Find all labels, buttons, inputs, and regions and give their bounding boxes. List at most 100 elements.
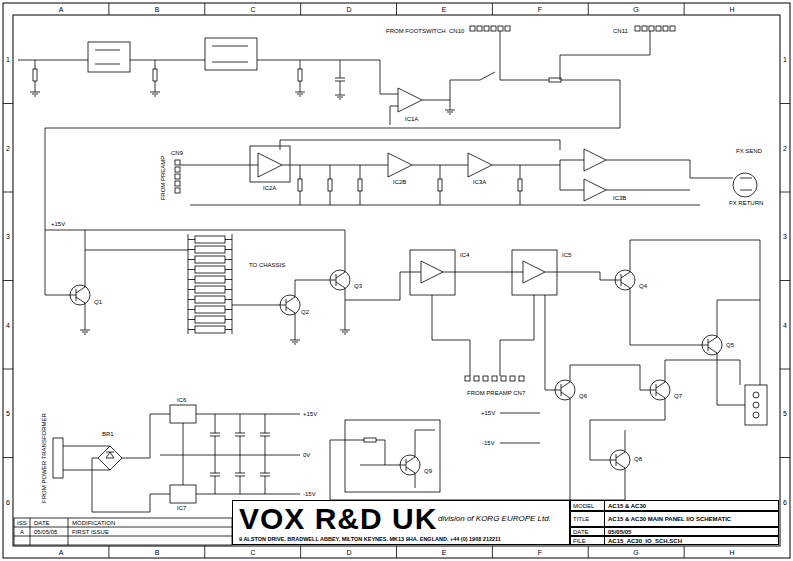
connector-pin — [474, 376, 479, 381]
wire — [188, 234, 189, 334]
connector-pin — [492, 376, 497, 381]
grid-reference: C — [249, 6, 256, 13]
wire — [520, 165, 521, 179]
wire — [3, 369, 13, 370]
grid-reference: 1 — [782, 56, 788, 63]
transformer-connector — [53, 438, 63, 478]
wire — [665, 360, 740, 385]
wire — [35, 60, 36, 69]
connector-pin — [501, 376, 506, 381]
wire — [92, 458, 170, 512]
sub-circuit-box — [345, 420, 440, 492]
table-header: MODIFICATION — [71, 520, 116, 526]
wire — [265, 455, 266, 473]
ground-symbol — [80, 330, 90, 334]
grid-reference: 5 — [782, 410, 788, 417]
wire — [345, 294, 346, 330]
grid-reference: B — [154, 549, 161, 556]
grid-reference: 4 — [782, 322, 788, 329]
company-title-block: VOX R&D UKdivision of KORG EUROPE Ltd.9 … — [232, 500, 570, 545]
wire — [300, 165, 301, 179]
switch-element — [195, 316, 225, 323]
table-cell: FIRST ISSUE — [71, 529, 110, 535]
wire — [18, 60, 88, 61]
wire — [160, 455, 300, 456]
wire — [188, 309, 195, 310]
part-designator: IC6 — [176, 397, 187, 403]
wire — [14, 527, 232, 528]
wire — [300, 3, 301, 15]
supply-label: +15V — [302, 411, 318, 417]
wire — [225, 249, 232, 250]
revision-table — [14, 518, 232, 545]
output-connector — [745, 385, 767, 425]
grid-reference: F — [537, 6, 543, 13]
wire — [492, 546, 493, 558]
capacitor-symbol — [210, 433, 220, 436]
part-designator: Q8 — [633, 456, 643, 462]
resistor-symbol — [153, 69, 157, 81]
wire — [108, 546, 109, 558]
grid-reference: A — [58, 549, 65, 556]
capacitor-symbol — [235, 433, 245, 436]
resistor-symbol — [549, 78, 561, 82]
wire — [225, 289, 232, 290]
transistor-symbol — [648, 376, 670, 404]
transistor-symbol — [608, 446, 630, 474]
wire — [225, 309, 232, 310]
bridge-rectifier — [98, 446, 122, 470]
resistor-symbol — [298, 69, 302, 81]
wire — [440, 165, 441, 179]
connector-pin — [491, 26, 496, 31]
part-designator: IC3A — [472, 179, 487, 185]
wire — [500, 80, 549, 81]
wire — [45, 230, 345, 266]
ground-symbol — [340, 330, 350, 334]
wire — [360, 465, 398, 466]
connector-pin — [510, 376, 515, 381]
connector-pin — [483, 376, 488, 381]
wire — [122, 414, 170, 458]
wire — [183, 423, 184, 455]
opamp-symbol — [398, 88, 422, 112]
wire — [780, 103, 790, 104]
wire — [630, 240, 760, 385]
grid-reference: D — [345, 6, 352, 13]
connector-pin — [519, 376, 524, 381]
opamp-symbol — [523, 261, 545, 283]
wire — [560, 31, 650, 80]
wire — [180, 165, 258, 166]
wire — [717, 300, 760, 331]
resistor-symbol — [438, 179, 442, 191]
wire — [560, 165, 584, 190]
wire — [204, 3, 205, 15]
wire — [590, 404, 665, 460]
wire — [780, 457, 790, 458]
part-designator: IC2A — [262, 185, 277, 191]
switch-element — [195, 256, 225, 263]
connector-pin — [498, 26, 503, 31]
wire — [376, 440, 385, 465]
switch-element — [195, 286, 225, 293]
wire — [225, 279, 232, 280]
wire — [188, 249, 195, 250]
wire — [85, 250, 188, 251]
wire — [390, 106, 398, 125]
wire — [188, 239, 195, 240]
wire — [190, 205, 700, 206]
title-block-cell: DATE05/05/05 — [570, 527, 779, 536]
regulator-ic — [170, 485, 196, 503]
part-designator: Q5 — [725, 342, 735, 348]
transistor-symbol — [553, 376, 575, 404]
grid-reference: H — [728, 549, 735, 556]
connector-name: CN11 — [612, 28, 629, 34]
wire — [500, 295, 534, 376]
wire — [188, 329, 195, 330]
part-designator: Q3 — [353, 283, 363, 289]
part-designator: Q9 — [423, 468, 433, 474]
wire — [45, 80, 620, 128]
wire — [588, 3, 589, 15]
wire — [188, 259, 195, 260]
transistor-symbol — [278, 291, 300, 319]
wire — [225, 259, 232, 260]
